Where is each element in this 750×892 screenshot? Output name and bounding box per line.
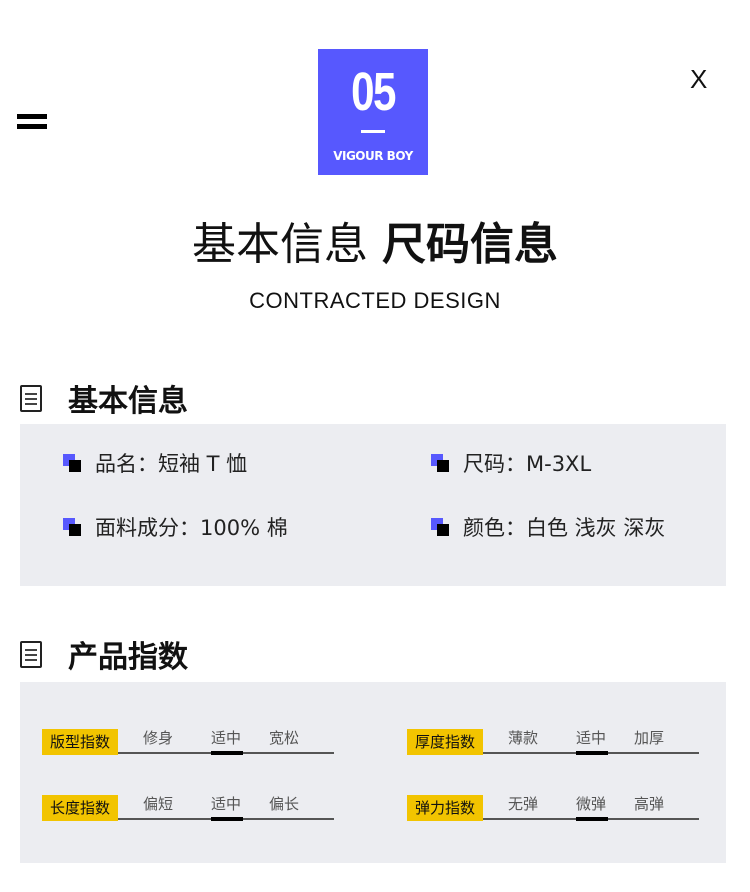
index-label: 版型指数 (42, 729, 118, 755)
index-label: 厚度指数 (407, 729, 483, 755)
index-option: 微弹 (576, 795, 607, 813)
document-icon (20, 640, 42, 668)
index-option: 薄款 (508, 729, 539, 747)
menu-icon[interactable] (17, 114, 47, 134)
info-item: 面料成分：100% 棉 (63, 512, 288, 542)
info-text: 颜色：白色 浅灰 深灰 (463, 516, 666, 540)
badge-brand: VIGOUR BOY (333, 149, 413, 163)
index-option: 偏短 (143, 795, 174, 813)
index-row: 长度指数 偏短 适中 偏长 (42, 795, 334, 825)
section-title: 基本信息 (68, 384, 188, 419)
info-text: 面料成分：100% 棉 (95, 516, 288, 540)
index-row: 版型指数 修身 适中 宽松 (42, 729, 334, 759)
info-text: 尺码：M-3XL (463, 452, 592, 476)
document-icon (20, 384, 42, 412)
index-row: 弹力指数 无弹 微弹 高弹 (407, 795, 699, 825)
index-option: 适中 (576, 729, 607, 747)
index-selected-marker (576, 751, 608, 755)
info-item: 颜色：白色 浅灰 深灰 (431, 512, 665, 542)
index-option: 适中 (211, 729, 242, 747)
badge-divider (361, 130, 385, 133)
bullet-icon (431, 518, 449, 536)
section-title: 产品指数 (68, 640, 188, 675)
product-index-panel: 版型指数修身适中宽松厚度指数薄款适中加厚长度指数偏短适中偏长弹力指数无弹微弹高弹 (20, 682, 726, 863)
bullet-icon (63, 518, 81, 536)
title-bold: 尺码信息 (382, 219, 558, 270)
basic-info-panel: 品名：短袖 T 恤 尺码：M-3XL 面料成分：100% 棉 颜色：白色 浅灰 … (20, 424, 726, 586)
index-option: 无弹 (508, 795, 539, 813)
index-option: 偏长 (269, 795, 300, 813)
page-title: 基本信息 尺码信息 (0, 208, 750, 272)
logo-badge: 05 VIGOUR BOY (318, 49, 428, 175)
index-option: 加厚 (634, 729, 665, 747)
index-row: 厚度指数 薄款 适中 加厚 (407, 729, 699, 759)
title-light: 基本信息 (192, 219, 368, 270)
info-item: 品名：短袖 T 恤 (63, 448, 247, 478)
index-selected-marker (211, 817, 243, 821)
index-option: 适中 (211, 795, 242, 813)
index-option: 宽松 (269, 729, 300, 747)
index-selected-marker (576, 817, 608, 821)
info-item: 尺码：M-3XL (431, 448, 591, 478)
section-index-heading: 产品指数 (20, 632, 188, 676)
section-basic-heading: 基本信息 (20, 376, 188, 420)
index-selected-marker (211, 751, 243, 755)
index-option: 修身 (143, 729, 174, 747)
bullet-icon (431, 454, 449, 472)
bullet-icon (63, 454, 81, 472)
index-label: 弹力指数 (407, 795, 483, 821)
badge-number: 05 (351, 62, 396, 122)
page-subtitle: CONTRACTED DESIGN (249, 288, 501, 313)
index-option: 高弹 (634, 795, 665, 813)
index-label: 长度指数 (42, 795, 118, 821)
close-icon[interactable]: X (690, 64, 708, 94)
info-text: 品名：短袖 T 恤 (95, 452, 248, 476)
